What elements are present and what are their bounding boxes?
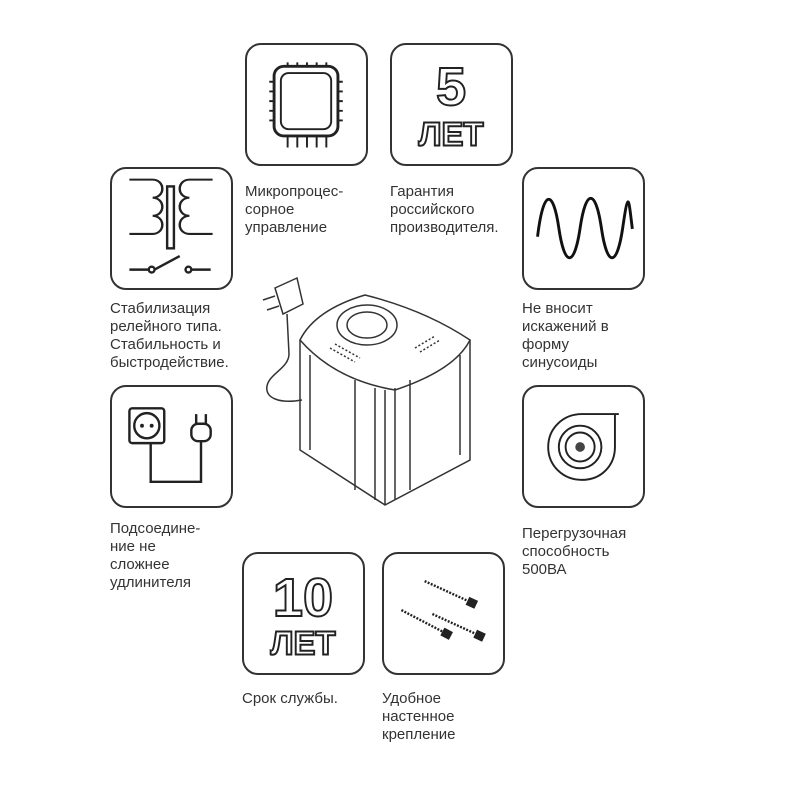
socket-plug-icon — [128, 407, 212, 484]
label-line: искажений в — [522, 318, 609, 335]
service-life-badge-icon: 10 ЛЕТ — [270, 567, 337, 663]
feature-label-mounting: Удобное настенное крепление — [382, 690, 455, 744]
feature-label-overload: Перегрузочная способность 500ВА — [522, 525, 626, 579]
label-line: сложнее — [110, 556, 170, 573]
label-line: Срок службы. — [242, 690, 338, 707]
feature-label-relay: Стабилизация релейного типа. Стабильност… — [110, 300, 229, 372]
badge-unit: ЛЕТ — [270, 625, 335, 662]
socket-plug-box — [110, 385, 233, 508]
service-life-badge-box: 10 ЛЕТ — [242, 552, 365, 675]
fan-box — [522, 385, 645, 508]
label-line: настенное — [382, 708, 455, 725]
feature-label-sine: Не вносит искажений в форму синусоиды — [522, 300, 609, 372]
label-line: релейного типа. — [110, 318, 222, 335]
transformer-relay-icon — [129, 178, 213, 274]
label-line: Не вносит — [522, 300, 593, 317]
badge-number: 10 — [273, 568, 333, 628]
feature-label-microprocessor: Микропроцес- сорное управление — [245, 183, 343, 237]
feature-label-lifetime: Срок службы. — [242, 690, 338, 708]
plug-icon — [274, 276, 304, 316]
sine-wave-icon — [536, 196, 634, 260]
transformer-relay-box — [110, 167, 233, 290]
label-line: Стабилизация — [110, 300, 211, 317]
label-line: сорное — [245, 201, 295, 218]
voltage-stabilizer-illustration — [262, 276, 471, 506]
label-line: производителя. — [390, 219, 499, 236]
screws-icon — [400, 579, 486, 642]
warranty-badge-box: 5 ЛЕТ — [390, 43, 513, 166]
label-line: крепление — [382, 726, 456, 743]
label-line: удлинителя — [110, 574, 191, 591]
label-line: Гарантия — [390, 183, 454, 200]
label-line: синусоиды — [522, 354, 598, 371]
sine-wave-box — [522, 167, 645, 290]
label-line: Микропроцес- — [245, 183, 344, 200]
badge-number: 5 — [436, 57, 466, 117]
label-line: Подсоедине- — [110, 520, 201, 537]
screws-box — [382, 552, 505, 675]
microchip-icon-box — [245, 43, 368, 166]
label-line: Перегрузочная — [522, 525, 627, 542]
label-line: форму — [522, 336, 570, 353]
microchip-icon — [269, 62, 343, 148]
label-line: ние не — [110, 538, 156, 555]
badge-unit: ЛЕТ — [418, 116, 483, 153]
label-line: Удобное — [382, 690, 442, 707]
fan-icon — [547, 413, 619, 481]
label-line: российского — [390, 201, 475, 218]
label-line: способность — [522, 543, 610, 560]
label-line: управление — [245, 219, 328, 236]
label-line: Стабильность и — [110, 336, 221, 353]
label-line: быстродействие. — [110, 354, 229, 371]
warranty-badge-icon: 5 ЛЕТ — [418, 56, 485, 154]
feature-label-warranty: Гарантия российского производителя. — [390, 183, 499, 237]
label-line: 500ВА — [522, 561, 567, 578]
feature-label-connection: Подсоедине- ние не сложнее удлинителя — [110, 520, 200, 592]
